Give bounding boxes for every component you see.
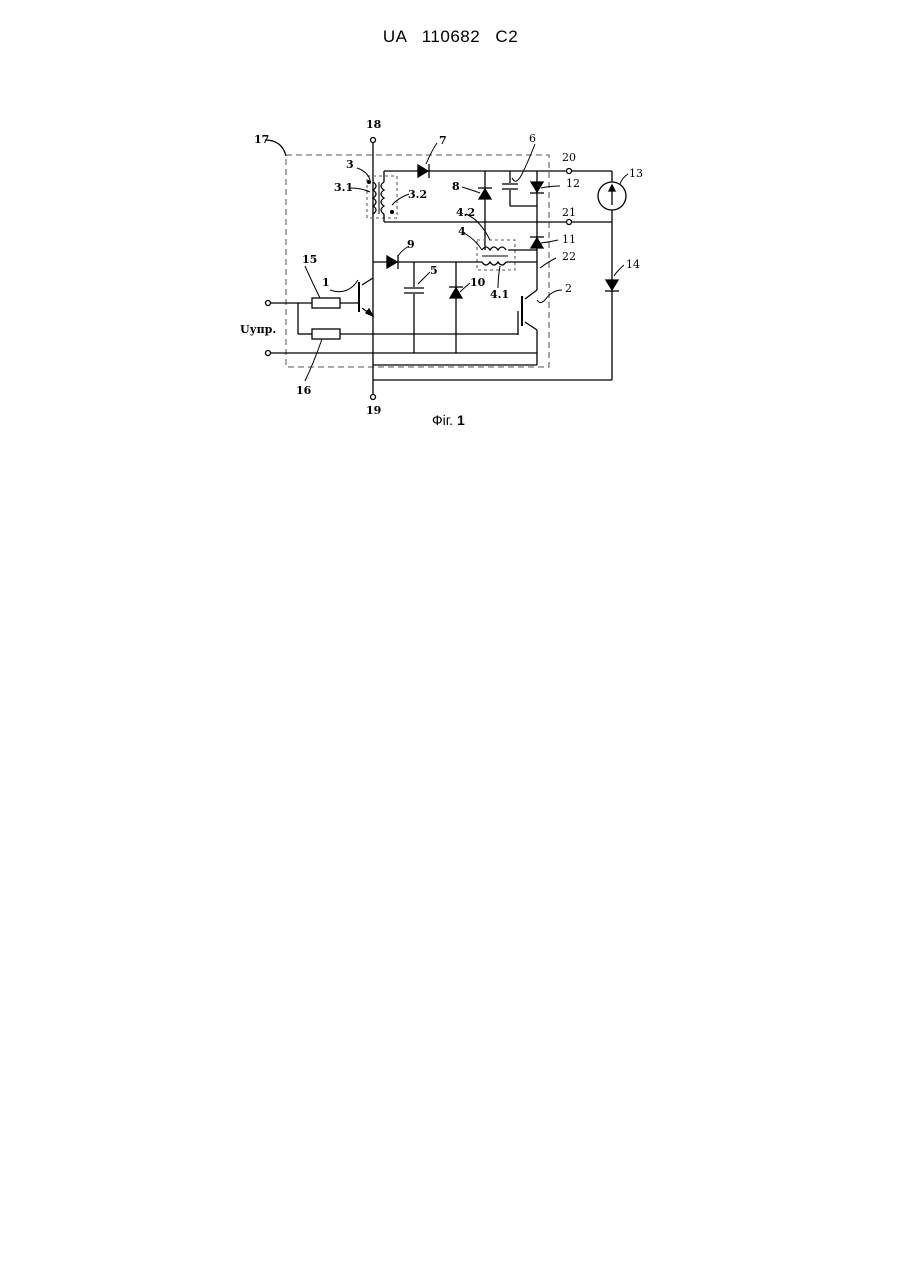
label-21: 21 <box>562 206 576 219</box>
label-15: 15 <box>302 253 317 266</box>
label-3: 3 <box>346 158 354 171</box>
label-10: 10 <box>470 276 486 289</box>
label-9: 9 <box>407 238 415 251</box>
diode-10 <box>450 288 462 298</box>
figure-caption-number: 1 <box>457 412 465 428</box>
control-terminal-1 <box>266 301 271 306</box>
label-11: 11 <box>562 233 576 246</box>
label-18: 18 <box>366 118 382 131</box>
circuit-diagram: 17 18 19 3 3.1 3.2 7 6 20 8 12 13 21 4.2… <box>0 0 901 440</box>
diode-14 <box>606 280 618 290</box>
figure-caption: Фіг. 1 <box>432 412 465 428</box>
label-19: 19 <box>366 404 381 417</box>
label-uctrl: Uупр. <box>240 323 276 336</box>
label-4: 4 <box>458 225 466 238</box>
label-14: 14 <box>626 258 640 271</box>
label-4-2: 4.2 <box>456 206 475 219</box>
label-12: 12 <box>566 177 580 190</box>
thyristor-12 <box>531 182 543 192</box>
enclosure-box <box>286 155 549 367</box>
label-22: 22 <box>562 250 576 263</box>
diode-9 <box>387 256 397 268</box>
transformer-4-box <box>477 240 515 270</box>
resistor-15 <box>312 298 340 308</box>
label-3-2: 3.2 <box>408 188 427 201</box>
figure-caption-prefix: Фіг. <box>432 412 453 428</box>
label-13: 13 <box>629 167 643 180</box>
label-6: 6 <box>529 132 536 145</box>
diagram-labels: 17 18 19 3 3.1 3.2 7 6 20 8 12 13 21 4.2… <box>240 118 643 417</box>
diode-7 <box>418 165 428 177</box>
transformer-3-secondary <box>381 182 384 214</box>
label-8: 8 <box>452 180 460 193</box>
label-4-1: 4.1 <box>490 288 509 301</box>
label-7: 7 <box>439 134 447 147</box>
transformer-4-primary <box>482 262 506 265</box>
label-16: 16 <box>296 384 312 397</box>
label-1: 1 <box>322 276 330 289</box>
terminal-18 <box>371 138 376 143</box>
terminal-20 <box>567 169 572 174</box>
label-2: 2 <box>565 282 572 295</box>
control-terminal-2 <box>266 351 271 356</box>
label-17: 17 <box>254 133 269 146</box>
terminal-21 <box>567 220 572 225</box>
resistor-16 <box>312 329 340 339</box>
label-5: 5 <box>430 264 438 277</box>
label-20: 20 <box>562 151 576 164</box>
label-3-1: 3.1 <box>334 181 353 194</box>
terminal-19 <box>371 395 376 400</box>
diode-8 <box>479 189 491 199</box>
